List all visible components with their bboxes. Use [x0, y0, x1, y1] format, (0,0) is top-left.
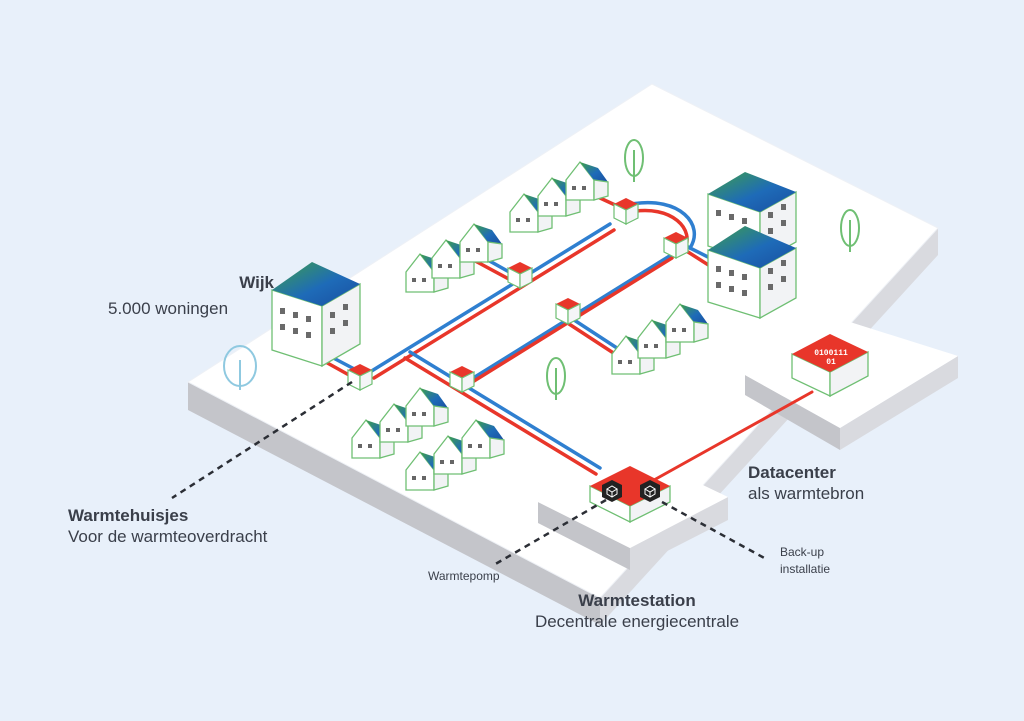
- wijk-subtitle: 5.000 woningen: [108, 299, 229, 318]
- wijk-title: Wijk: [239, 273, 274, 292]
- warmtehuisjes-label: Warmtehuisjes Voor de warmteoverdracht: [68, 505, 267, 548]
- heat-cube-6: [663, 232, 689, 259]
- backup-line1: Back-up: [780, 545, 825, 559]
- house: [565, 160, 609, 201]
- apartment-block-right-bottom: [707, 226, 797, 320]
- tree: [624, 139, 644, 182]
- trees: [223, 139, 860, 400]
- apartment-block-left: [271, 262, 361, 368]
- warmtestation-title: Warmtestation: [578, 591, 696, 610]
- heat-cube-2: [449, 366, 475, 393]
- heat-cube-3: [507, 262, 533, 289]
- warmtestation-subtitle: Decentrale energiecentrale: [534, 612, 740, 632]
- heat-cube-1: [347, 364, 373, 391]
- datacenter-chip-line1: 0100111: [814, 349, 848, 358]
- datacenter-building: 0100111 01: [791, 334, 869, 398]
- heat-cube-4: [555, 298, 581, 325]
- backup-leader: [661, 500, 769, 562]
- warmtepomp-label: Warmtepomp: [428, 568, 500, 585]
- datacenter-subtitle: als warmtebron: [748, 484, 865, 504]
- house: [461, 418, 505, 459]
- house: [433, 434, 477, 475]
- wijk-label: Wijk: [214, 272, 274, 293]
- warmtehuisjes-leader: [171, 380, 353, 500]
- wijk-sub-label: 5.000 woningen: [108, 298, 228, 319]
- tree: [546, 357, 566, 400]
- warmtepomp-text: Warmtepomp: [428, 569, 500, 583]
- backup-installation-icon: [640, 480, 660, 502]
- warmtestation-label: Warmtestation Decentrale energiecentrale: [516, 590, 758, 633]
- heat-transfer-houses: [347, 198, 689, 393]
- house: [405, 450, 449, 491]
- warmtestation-building: [589, 466, 671, 524]
- heat-pump-icon: [602, 480, 622, 502]
- house: [459, 222, 503, 263]
- leader-lines: [171, 380, 769, 568]
- warmtehuisjes-subtitle: Voor de warmteoverdracht: [68, 527, 268, 547]
- backup-label: Back-up installatie: [780, 544, 830, 579]
- backup-line2: installatie: [780, 562, 831, 577]
- datacenter-label: Datacenter als warmtebron: [748, 462, 864, 505]
- tree: [840, 209, 860, 252]
- house: [405, 386, 449, 427]
- heat-cube-5: [613, 198, 639, 225]
- tree: [223, 345, 257, 390]
- datacenter-chip-line2: 01: [826, 358, 836, 367]
- datacenter-title: Datacenter: [748, 463, 836, 482]
- house: [665, 302, 709, 343]
- warmtehuisjes-title: Warmtehuisjes: [68, 506, 189, 525]
- houses: [351, 160, 709, 491]
